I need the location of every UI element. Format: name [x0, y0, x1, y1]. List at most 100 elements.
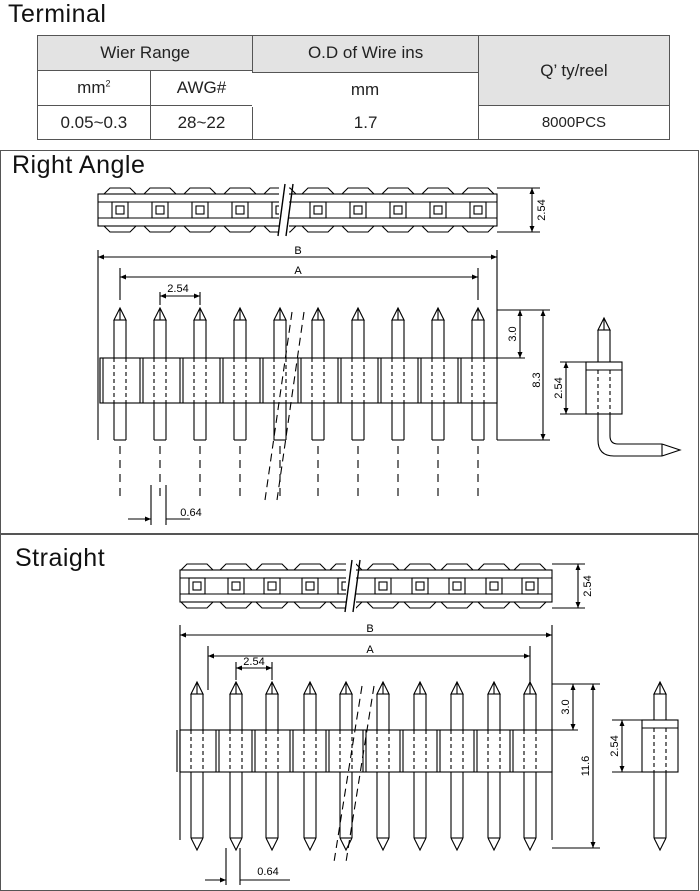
- strip-scallop-top: [143, 187, 177, 195]
- strip-cell: [469, 201, 487, 219]
- ra-dim-side-arrow-bottom: [563, 408, 569, 414]
- st-dim-side-label: 2.54: [609, 735, 621, 756]
- ra-dim-tip-arrow-bottom: [517, 352, 523, 358]
- strip-scallop-top: [103, 187, 137, 195]
- strip-scallop-top: [180, 563, 214, 571]
- strip-scallop-bottom: [183, 225, 217, 233]
- st-pin-lower-tip: [523, 837, 537, 852]
- st-dim-b-label: B: [366, 623, 373, 635]
- strip-scallop-bottom: [403, 601, 437, 609]
- strip-cell: [411, 577, 429, 595]
- strip-cell: [389, 201, 407, 219]
- ra-dim-height-arrow-top: [540, 310, 546, 316]
- st-pin-lower-tip: [303, 837, 317, 852]
- ra-dim-pin-label: 0.64: [180, 507, 201, 519]
- ra-dim-tip-arrow-top: [517, 310, 523, 316]
- ra-side-housing: [585, 361, 623, 415]
- st-break-line: [333, 685, 363, 863]
- strip-cell: [188, 577, 206, 595]
- strip-cell: [227, 577, 245, 595]
- ra-side-bend-tip: [661, 443, 682, 457]
- strip-scallop-top: [301, 187, 335, 195]
- spec-table: Wier Range O.D of Wire ins Q’ ty/reel mm…: [36, 35, 671, 140]
- strip-scallop-bottom: [219, 601, 253, 609]
- st-dim-tip-arrow-bottom: [570, 724, 576, 730]
- strip-cell: [309, 201, 327, 219]
- st-dim-pitch-arrow-right: [266, 665, 272, 671]
- st-dim-height-label: 11.6: [580, 756, 592, 777]
- strip-scallop-bottom: [461, 225, 495, 233]
- strip-break-line: [344, 559, 353, 613]
- strip-cell: [301, 577, 319, 595]
- st-pin-lower-tip: [339, 837, 353, 852]
- strip-cell: [429, 201, 447, 219]
- strip-pin-square: [235, 205, 245, 215]
- strip-scallop-bottom: [103, 225, 137, 233]
- strip-scallop-bottom: [366, 601, 400, 609]
- st-dim-height-arrow-top: [590, 684, 596, 690]
- strip-scallop-top: [219, 563, 253, 571]
- strip-scallop-top: [223, 187, 257, 195]
- ra-dim-pitch-arrow-left: [160, 293, 166, 299]
- strip-scallop-bottom: [143, 225, 177, 233]
- cell-mm2-value: 0.05~0.3: [37, 105, 151, 140]
- right-angle-title: Right Angle: [12, 151, 146, 179]
- ra-dim-height-label: 8.3: [531, 372, 543, 387]
- ra-dim-b-label: B: [294, 245, 301, 257]
- right-angle-panel: [0, 150, 699, 534]
- mm2-sup: 2: [105, 78, 111, 89]
- ra-dim-b-arrow-left: [98, 254, 104, 260]
- strip-scallop-top: [366, 563, 400, 571]
- st-dim-a-arrow-left: [208, 653, 214, 659]
- strip-scallop-bottom: [180, 601, 214, 609]
- mm2-label: mm: [77, 78, 106, 97]
- strip-cell: [521, 577, 539, 595]
- strip-scallop-top: [183, 187, 217, 195]
- st-dim-a-label: A: [366, 644, 374, 656]
- header-wire-range: Wier Range: [36, 35, 254, 71]
- strip-scallop-bottom: [440, 601, 474, 609]
- strip-pin-square: [313, 205, 323, 215]
- strip-cell: [111, 201, 129, 219]
- strip-scallop-top: [341, 187, 375, 195]
- strip-cell: [151, 201, 169, 219]
- strip-pin-square: [115, 205, 125, 215]
- strip-pin-square: [415, 581, 425, 591]
- st-dim-height-arrow-bottom: [590, 842, 596, 848]
- st-pin-lower-tip: [190, 837, 204, 852]
- straight-title: Straight: [15, 544, 106, 572]
- ra-dim-pin-arrow: [145, 516, 151, 522]
- strip-break-line: [352, 559, 361, 613]
- ra-dim-height-arrow-bottom: [540, 434, 546, 440]
- ra-dim-tip-label: 3.0: [507, 326, 519, 341]
- strip-scallop-top: [461, 187, 495, 195]
- strip-scallop-bottom: [513, 601, 547, 609]
- cell-awg-value: 28~22: [149, 105, 254, 140]
- st-dim-side-arrow-bottom: [619, 766, 625, 772]
- strip-scallop-bottom: [223, 225, 257, 233]
- strip-pin-square: [353, 205, 363, 215]
- strip-scallop-top: [421, 187, 455, 195]
- ra-dim-pitch-label: 2.54: [167, 283, 188, 295]
- st-dim-strip-arrow-bottom: [575, 602, 581, 608]
- ra-dim-b-arrow-right: [491, 254, 497, 260]
- cell-qty-value: 8000PCS: [477, 105, 671, 140]
- ra-dim-strip-label: 2.54: [536, 199, 548, 220]
- strip-scallop-top: [513, 563, 547, 571]
- ra-dim-a-label: A: [294, 265, 302, 277]
- strip-cell: [263, 577, 281, 595]
- strip-pin-square: [231, 581, 241, 591]
- strip-break-gap: [346, 562, 356, 610]
- strip-scallop-top: [381, 187, 415, 195]
- ra-dim-pitch-arrow-right: [194, 293, 200, 299]
- st-dim-pin-label: 0.64: [257, 866, 278, 878]
- st-dim-b-arrow-right: [546, 632, 552, 638]
- header-mm2: mm2: [37, 70, 151, 106]
- strip-scallop-top: [403, 563, 437, 571]
- strip-pin-square: [155, 205, 165, 215]
- st-side-housing: [641, 719, 679, 773]
- ra-break-line: [276, 311, 305, 501]
